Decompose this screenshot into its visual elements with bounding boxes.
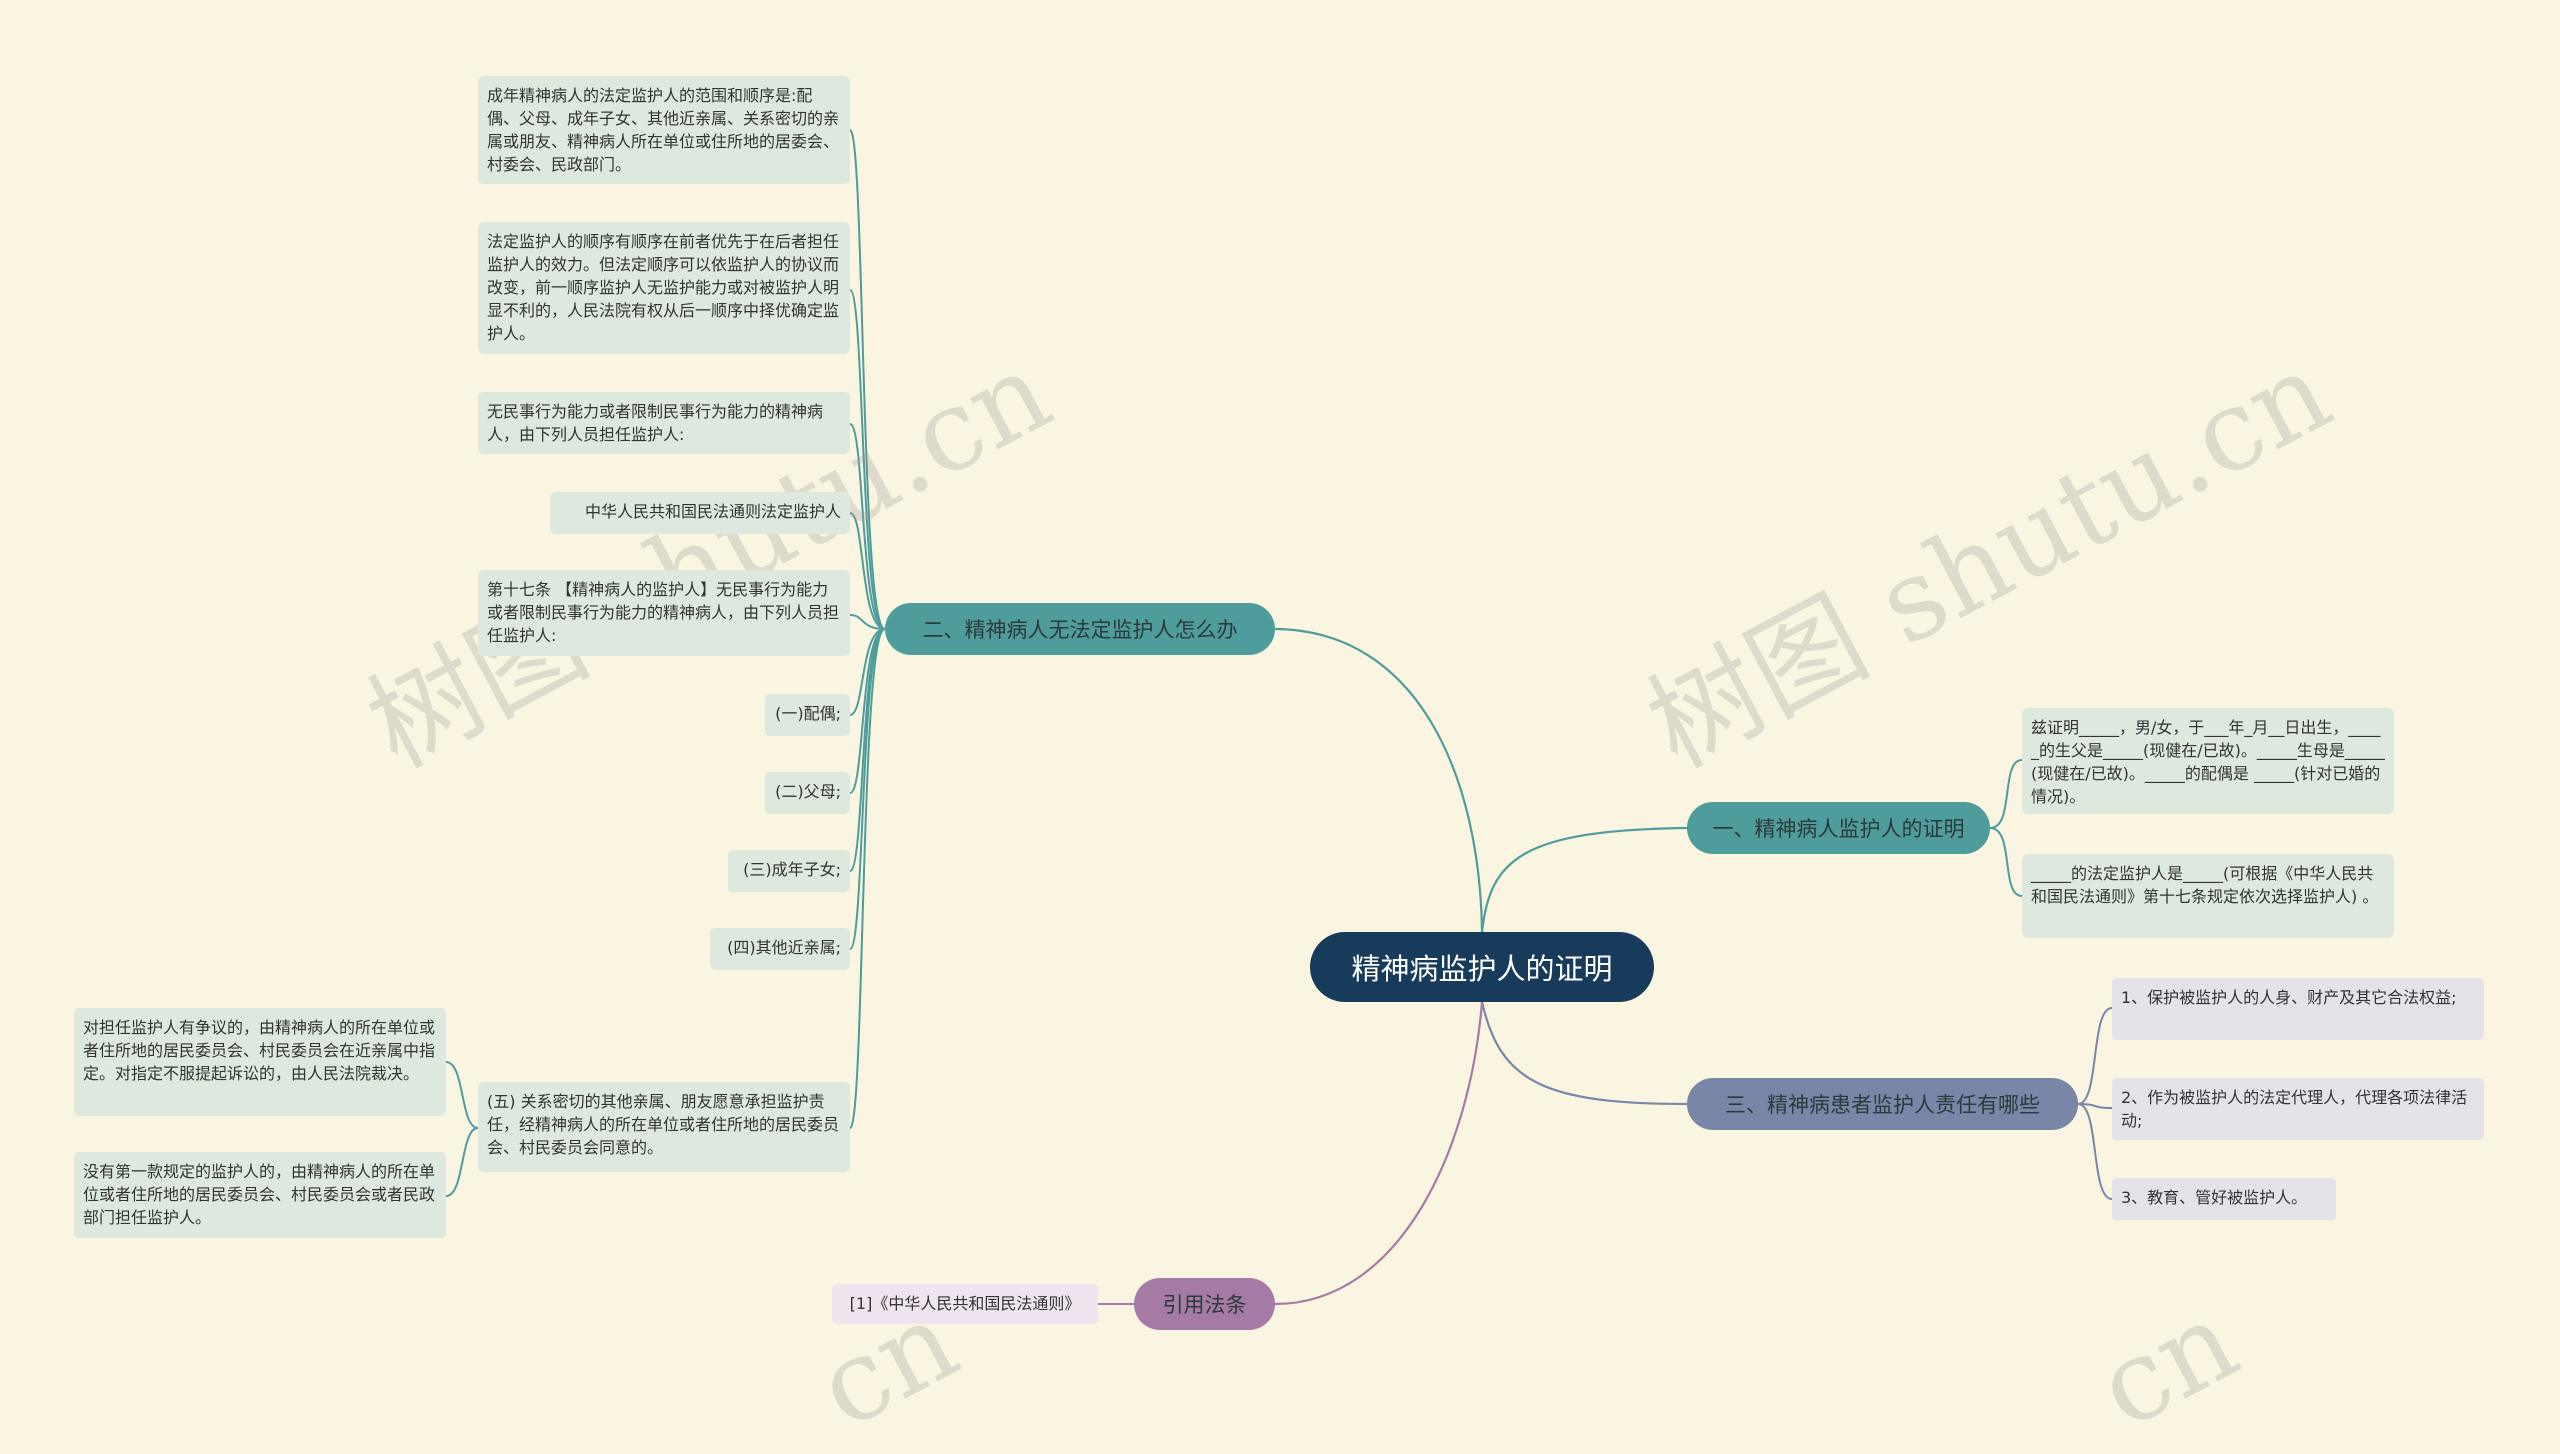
link-b3-leaf3 — [2077, 1103, 2113, 1200]
leaf-civil-law[interactable]: 中华人民共和国民法通则法定监护人 — [550, 492, 850, 534]
mind-map-canvas: 树图 shutu.cn 树图 shutu.cn cn cn 精神病监护人的证明 … — [74, 76, 2484, 1454]
link-b2-leaf6 — [849, 628, 886, 716]
leaf-duty-protect[interactable]: 1、保护被监护人的人身、财产及其它合法权益; — [2112, 978, 2484, 1040]
link-b2-leaf3 — [849, 423, 886, 630]
link-leaf10-sub1 — [445, 1061, 479, 1129]
leaf-guardian-order[interactable]: 法定监护人的顺序有顺序在前者优先于在后者担任监护人的效力。但法定顺序可以依监护人… — [478, 222, 850, 354]
leaf-adult-children[interactable]: (三)成年子女; — [728, 850, 850, 892]
link-b2-leaf7 — [849, 628, 886, 794]
link-root-b4 — [1274, 1001, 1484, 1306]
leaf-parents[interactable]: (二)父母; — [765, 772, 850, 814]
branch-guardian-certificate[interactable]: 一、精神病人监护人的证明 — [1687, 802, 1990, 854]
link-b1-leaf2 — [1989, 827, 2023, 897]
leaf-cited-civil-law[interactable]: [1]《中华人民共和国民法通则》 — [832, 1284, 1098, 1324]
link-b2-leaf1 — [849, 129, 886, 630]
link-root-b1 — [1480, 826, 1688, 933]
link-b2-leaf9 — [849, 628, 886, 950]
leaf-close-relatives-friends[interactable]: (五) 关系密切的其他亲属、朋友愿意承担监护责任，经精神病人的所在单位或者住所地… — [478, 1082, 850, 1172]
leaf-other-relatives[interactable]: (四)其他近亲属; — [710, 928, 850, 970]
link-b1-leaf1 — [1989, 759, 2023, 829]
leaf-incapacity-guardian[interactable]: 无民事行为能力或者限制民事行为能力的精神病人，由下列人员担任监护人: — [478, 392, 850, 454]
root-topic[interactable]: 精神病监护人的证明 — [1310, 932, 1654, 1002]
link-root-b3 — [1480, 1001, 1688, 1106]
link-b2-leaf10 — [849, 628, 886, 1129]
leaf-article-17[interactable]: 第十七条 【精神病人的监护人】无民事行为能力或者限制民事行为能力的精神病人，由下… — [478, 570, 850, 656]
link-root-b2 — [1274, 627, 1484, 933]
link-b2-leaf4 — [849, 512, 886, 630]
link-b3-leaf1 — [2077, 1007, 2113, 1105]
leaf-duty-educate[interactable]: 3、教育、管好被监护人。 — [2112, 1178, 2336, 1220]
connector-lines — [445, 129, 2113, 1306]
subleaf-no-guardian[interactable]: 没有第一款规定的监护人的，由精神病人的所在单位或者住所地的居民委员会、村民委员会… — [74, 1152, 446, 1238]
link-b2-leaf5 — [849, 614, 886, 630]
branch-cited-law[interactable]: 引用法条 — [1134, 1278, 1275, 1330]
link-b3-leaf2 — [2077, 1103, 2113, 1109]
link-b2-leaf8 — [849, 628, 886, 872]
leaf-duty-represent[interactable]: 2、作为被监护人的法定代理人，代理各项法律活动; — [2112, 1078, 2484, 1140]
leaf-guardian-scope[interactable]: 成年精神病人的法定监护人的范围和顺序是:配偶、父母、成年子女、其他近亲属、关系密… — [478, 76, 850, 184]
link-leaf10-sub2 — [445, 1127, 479, 1197]
leaf-legal-guardian[interactable]: _____的法定监护人是_____(可根据《中华人民共和国民法通则》第十七条规定… — [2022, 854, 2394, 938]
branch-no-legal-guardian[interactable]: 二、精神病人无法定监护人怎么办 — [885, 603, 1275, 655]
branch-guardian-duties[interactable]: 三、精神病患者监护人责任有哪些 — [1687, 1078, 2078, 1130]
leaf-spouse[interactable]: (一)配偶; — [765, 694, 850, 736]
link-b2-leaf2 — [849, 289, 886, 630]
leaf-certificate-template[interactable]: 兹证明_____，男/女，于___年_月__日出生，_____的生父是_____… — [2022, 708, 2394, 814]
subleaf-dispute[interactable]: 对担任监护人有争议的，由精神病人的所在单位或者住所地的居民委员会、村民委员会在近… — [74, 1008, 446, 1116]
